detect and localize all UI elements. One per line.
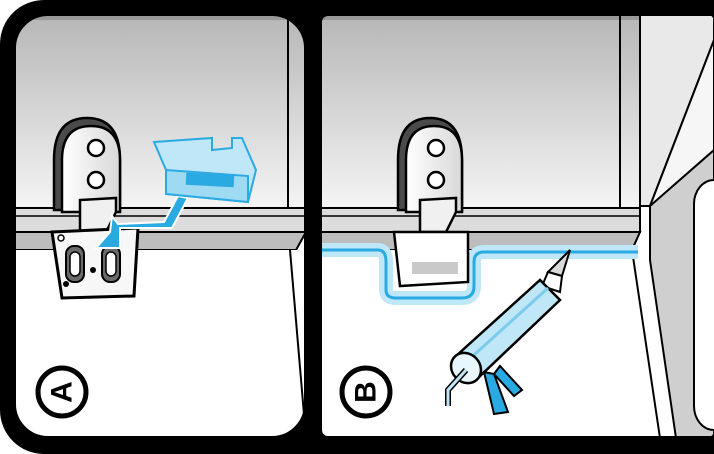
panel-b-letter: B [350, 381, 383, 403]
door-rail [320, 208, 640, 232]
hinge-icon [394, 118, 468, 286]
mounting-plate-icon [52, 228, 138, 298]
cover-cap-icon [154, 138, 256, 202]
panel-a-letter: A [46, 381, 79, 403]
glass-wall [320, 14, 640, 210]
panel-b-label: B [342, 368, 390, 416]
panel-a-label: A [38, 368, 86, 416]
